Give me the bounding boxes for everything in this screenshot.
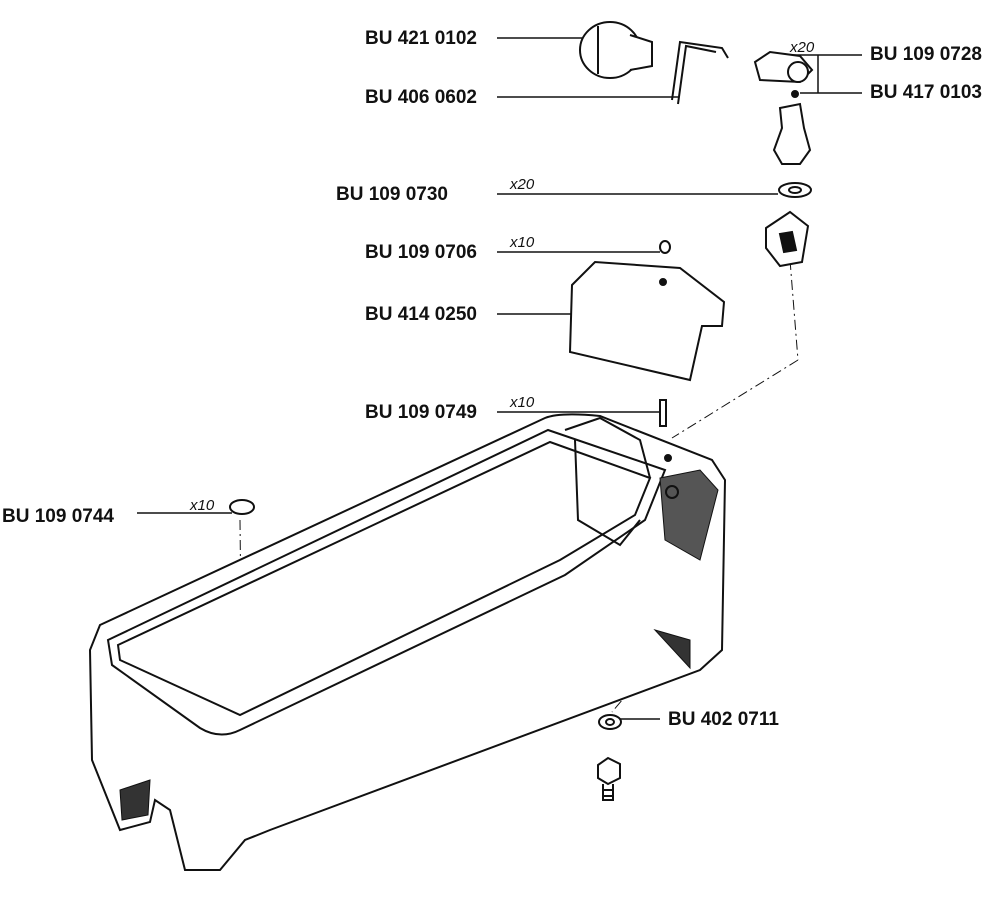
part-label-bu-417-0103: BU 417 0103 (870, 82, 982, 103)
quantity-label: x20 (510, 176, 535, 193)
trough-body (88, 413, 727, 871)
part-label-bu-109-0706: BU 109 0706 (365, 242, 477, 263)
part-label-bu-402-0711: BU 402 0711 (668, 709, 779, 730)
screw-pin-part (659, 399, 667, 427)
part-label-bu-406-0602: BU 406 0602 (365, 87, 477, 108)
valve-body-part (753, 50, 814, 268)
cover-plate-part (568, 260, 726, 382)
quantity-label: x10 (510, 234, 535, 251)
part-label-bu-109-0728: BU 109 0728 (870, 44, 982, 65)
quantity-label: x20 (790, 39, 815, 56)
quantity-label: x10 (510, 394, 535, 411)
outlet-fitting-part (597, 714, 622, 801)
part-label-bu-109-0744: BU 109 0744 (2, 506, 114, 527)
float-valve-part (579, 21, 653, 79)
part-label-bu-414-0250: BU 414 0250 (365, 304, 477, 325)
plug-part (229, 499, 255, 515)
bent-pin-part (671, 40, 729, 105)
part-label-bu-109-0749: BU 109 0749 (365, 402, 477, 423)
small-nut-part (659, 240, 671, 254)
part-label-bu-421-0102: BU 421 0102 (365, 28, 477, 49)
quantity-label: x10 (190, 497, 215, 514)
part-label-bu-109-0730: BU 109 0730 (336, 184, 448, 205)
